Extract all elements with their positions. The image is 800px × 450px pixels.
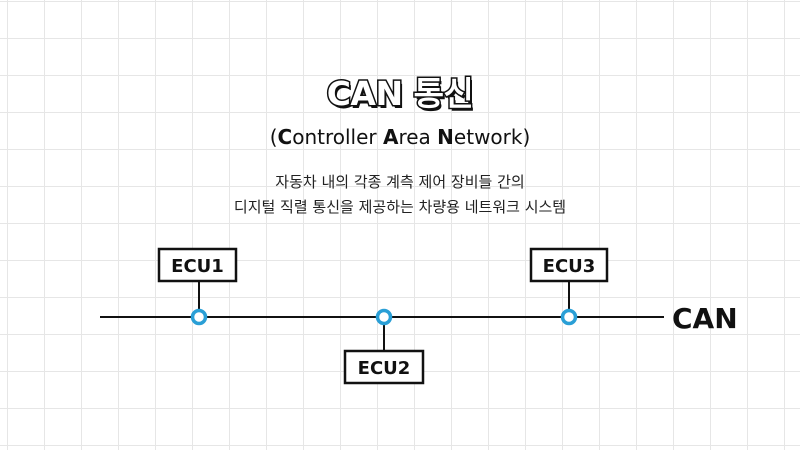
subtitle-initial-a: A (382, 125, 399, 149)
ecu3-box (529, 247, 609, 283)
ecu1-node: ECU1 (157, 247, 238, 326)
description: 자동차 내의 각종 계측 제어 장비들 간의 디지털 직렬 통신을 제공하는 차… (0, 170, 800, 220)
ecu3-label: ECU3 (543, 256, 596, 277)
ecu2-node-marker (375, 308, 393, 326)
ecu2-label: ECU2 (358, 358, 411, 379)
can-bus-label: CAN (672, 302, 738, 335)
subtitle-word-controller: ontroller (292, 125, 383, 149)
subtitle-word-area: rea (398, 125, 438, 149)
subtitle-close-paren: ) (522, 125, 531, 149)
subtitle-word-network: etwork (453, 125, 523, 149)
ecu1-label: ECU1 (171, 256, 224, 277)
description-line-1: 자동차 내의 각종 계측 제어 장비들 간의 (275, 173, 525, 191)
ecu2-node: ECU2 (343, 308, 425, 385)
subtitle-open-paren: ( (269, 125, 278, 149)
page-subtitle: (Controller Area Network) (0, 122, 800, 152)
ecu1-node-marker (190, 308, 208, 326)
ecu2-box (343, 349, 425, 385)
description-line-2: 디지털 직렬 통신을 제공하는 차량용 네트워크 시스템 (233, 198, 567, 216)
subtitle-initial-n: N (437, 125, 454, 149)
ecu3-node: ECU3 (529, 247, 609, 326)
ecu1-box (157, 247, 238, 283)
page-title: CAN 통신 (325, 73, 475, 115)
subtitle-initial-c: C (277, 125, 293, 149)
ecu3-node-marker (560, 308, 578, 326)
